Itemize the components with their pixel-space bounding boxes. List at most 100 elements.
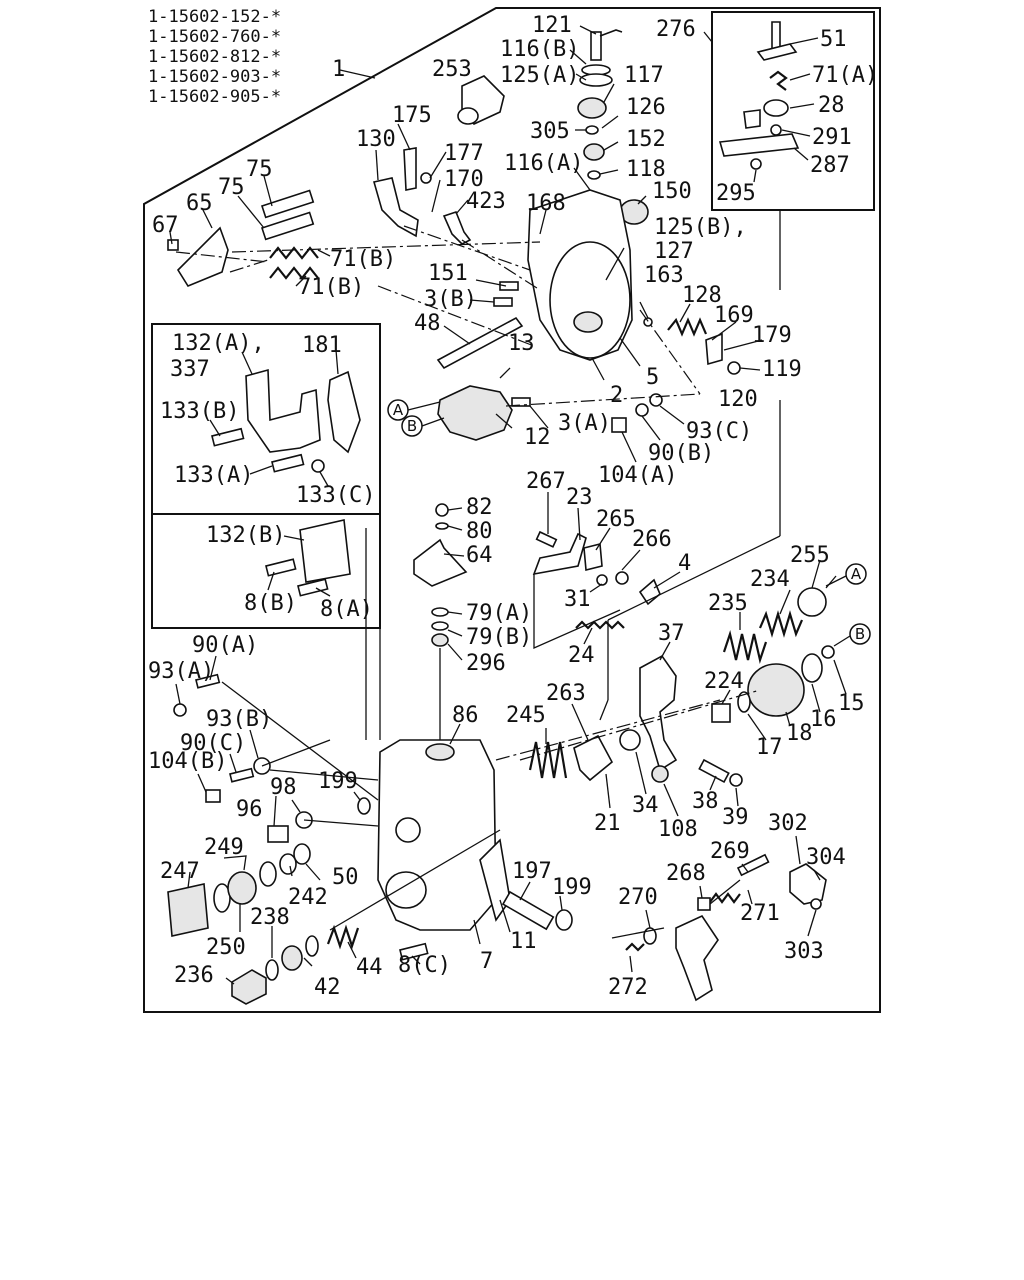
- callout: 93(B): [206, 707, 272, 732]
- callout: 295: [716, 181, 756, 206]
- callout: 133(C): [296, 483, 375, 508]
- callout: 169: [714, 303, 754, 328]
- callout: 276: [656, 17, 696, 42]
- callout: 133(A): [174, 463, 253, 488]
- callout: 247: [160, 859, 200, 884]
- callout: 302: [768, 811, 808, 836]
- callout: 265: [596, 507, 636, 532]
- callout: 82: [466, 495, 493, 520]
- part-number: 1-15602-812-*: [148, 47, 281, 67]
- marker-b-right: B: [855, 625, 865, 643]
- callout: 104(B): [148, 749, 227, 774]
- callout: 108: [658, 817, 698, 842]
- callout: 75: [218, 175, 245, 200]
- part-number: 1-15602-760-*: [148, 27, 281, 47]
- part-number: 1-15602-903-*: [148, 67, 281, 87]
- callout: 170: [444, 167, 484, 192]
- callout: 15: [838, 691, 865, 716]
- callout: 271: [740, 901, 780, 926]
- callout: 199: [318, 769, 358, 794]
- callout: 423: [466, 189, 506, 214]
- callout: 132(B): [206, 523, 285, 548]
- marker-a-right: A: [851, 565, 862, 583]
- callout: 93(A): [148, 659, 214, 684]
- callout: 13: [508, 331, 535, 356]
- callout: 296: [466, 651, 506, 676]
- callout: 23: [566, 485, 593, 510]
- callout: 86: [452, 703, 479, 728]
- callout: 71(A): [812, 63, 878, 88]
- callout: 116(B): [500, 37, 579, 62]
- callout: 125(B),: [654, 215, 747, 240]
- callout: 224: [704, 669, 744, 694]
- callout: 3(B): [424, 287, 477, 312]
- callout: 266: [632, 527, 672, 552]
- callout: 130: [356, 127, 396, 152]
- callout: 337: [170, 357, 210, 382]
- inset-frame-top-right: [711, 11, 875, 211]
- callout: 21: [594, 811, 621, 836]
- callout: 263: [546, 681, 586, 706]
- callout: 304: [806, 845, 846, 870]
- callout: 268: [666, 861, 706, 886]
- callout: 17: [756, 735, 783, 760]
- callout: 119: [762, 357, 802, 382]
- callout: 104(A): [598, 463, 677, 488]
- callout: 287: [810, 153, 850, 178]
- callout: 16: [810, 707, 837, 732]
- callout: 245: [506, 703, 546, 728]
- part-number-list: 1-15602-152-* 1-15602-760-* 1-15602-812-…: [148, 7, 281, 107]
- leader-lines: [143, 7, 847, 985]
- callout: 120: [718, 387, 758, 412]
- callout: 90(A): [192, 633, 258, 658]
- callout: 132(A),: [172, 331, 265, 356]
- callout: 5: [646, 365, 659, 390]
- callout: 8(C): [398, 953, 451, 978]
- callout: 305: [530, 119, 570, 144]
- callout: 235: [708, 591, 748, 616]
- part-number: 1-15602-152-*: [148, 7, 281, 27]
- callout: 179: [752, 323, 792, 348]
- callout: 267: [526, 469, 566, 494]
- callout: 96: [236, 797, 263, 822]
- callout: 34: [632, 793, 659, 818]
- callout: 199: [552, 875, 592, 900]
- callout: 236: [174, 963, 214, 988]
- callout: 303: [784, 939, 824, 964]
- callout: 48: [414, 311, 441, 336]
- callout: 44: [356, 955, 383, 980]
- callout: 249: [204, 835, 244, 860]
- callout: 121: [532, 13, 572, 38]
- callout: 242: [288, 885, 328, 910]
- callout: 116(A): [504, 151, 583, 176]
- callout: 31: [564, 587, 591, 612]
- callout: 127: [654, 239, 694, 264]
- callout: 163: [644, 263, 684, 288]
- callout: 38: [692, 789, 719, 814]
- callout: 51: [820, 27, 847, 52]
- callout: 250: [206, 935, 246, 960]
- marker-b-left: B: [407, 417, 417, 435]
- callout: 133(B): [160, 399, 239, 424]
- callout: 93(C): [686, 419, 752, 444]
- callout: 8(A): [320, 597, 373, 622]
- callout: 168: [526, 191, 566, 216]
- callout: 150: [652, 179, 692, 204]
- callout: 118: [626, 157, 666, 182]
- callout: 177: [444, 141, 484, 166]
- callout: 98: [270, 775, 297, 800]
- callout: 255: [790, 543, 830, 568]
- callout: 291: [812, 125, 852, 150]
- callout: 90(C): [180, 731, 246, 756]
- callout-labels: 1 253 121 116(B) 125(A) 117 126 305 152 …: [148, 13, 878, 1000]
- callout: 24: [568, 643, 595, 668]
- callout: 11: [510, 929, 537, 954]
- callout: 7: [480, 949, 493, 974]
- callout: 2: [610, 383, 623, 408]
- callout: 67: [152, 213, 179, 238]
- callout: 197: [512, 859, 552, 884]
- callout: 128: [682, 283, 722, 308]
- callout: 8(B): [244, 591, 297, 616]
- callout: 71(B): [330, 247, 396, 272]
